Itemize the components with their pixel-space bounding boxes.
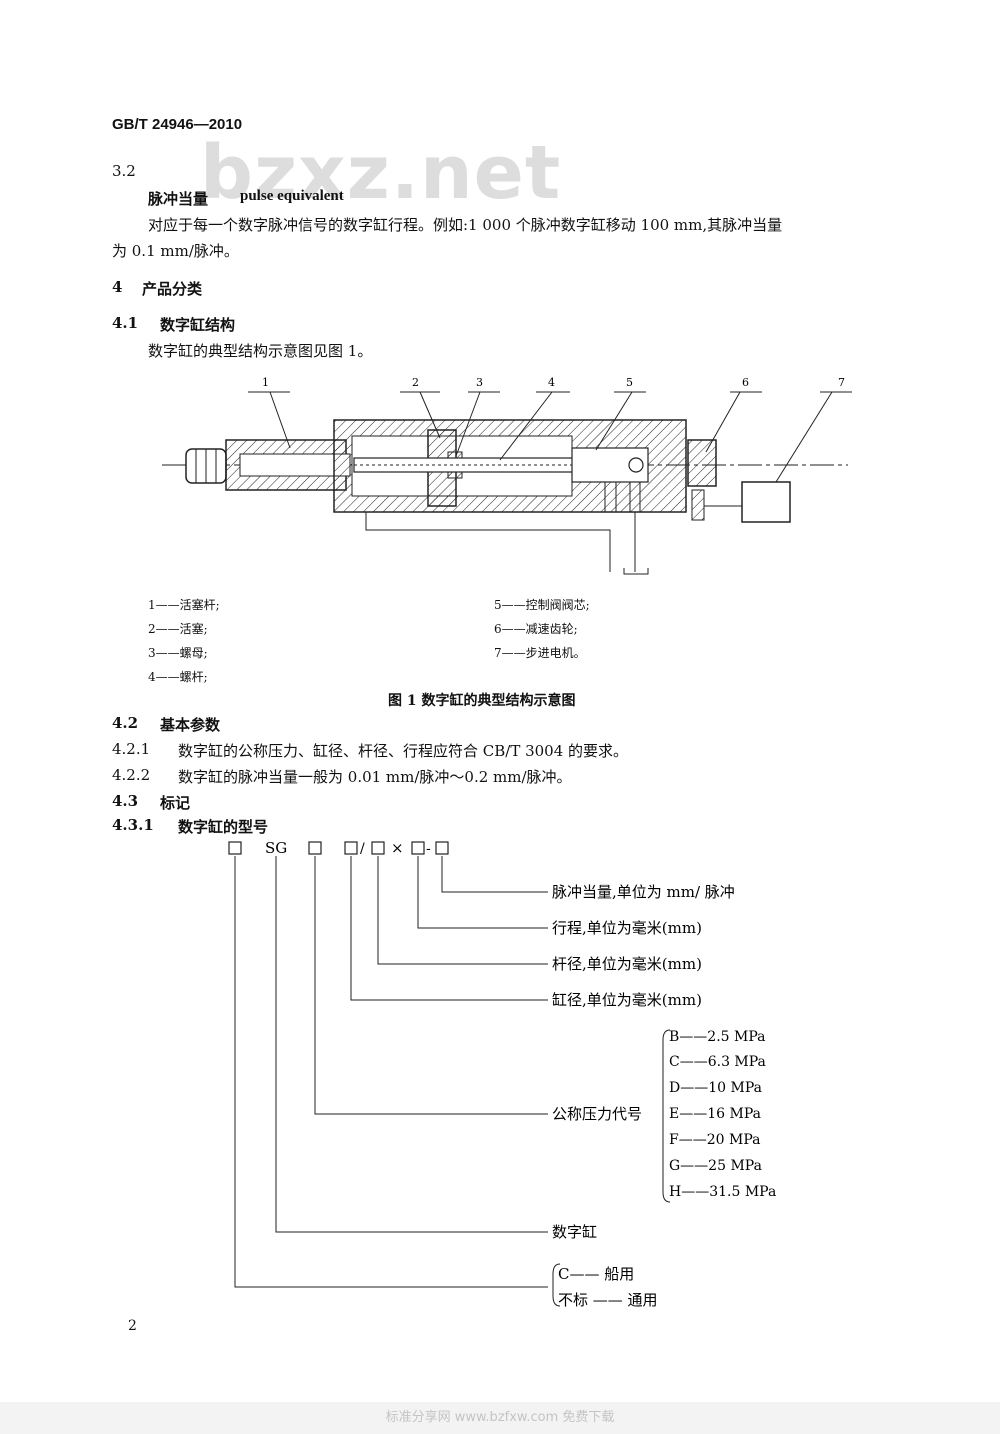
clause-number-4: 4 — [112, 278, 123, 296]
clause-number-4-3-1: 4.3.1 — [112, 816, 154, 834]
model-designation-diagram: SG / × - 脉冲当量,单位为 mm/ 脉冲 行程,单位为毫米(mm) 杆径… — [228, 839, 776, 1309]
clause-body-4-2-1: 数字缸的公称压力、缸径、杆径、行程应符合 CB/T 3004 的要求。 — [178, 742, 629, 760]
clause-number-3-2: 3.2 — [112, 162, 136, 180]
page-number: 2 — [128, 1318, 137, 1334]
term-cn: 脉冲当量 — [148, 190, 209, 208]
label-bore-diameter: 缸径,单位为毫米(mm) — [552, 991, 702, 1009]
legend-item-2: 2——活塞; — [148, 622, 208, 636]
term-en: pulse equivalent — [240, 188, 344, 204]
clause-title-4-3: 标记 — [160, 794, 191, 812]
reduction-gear — [687, 439, 717, 487]
callout-1: 1 — [262, 376, 269, 389]
placeholder-box-rod — [371, 841, 385, 855]
pressure-code-c: C——6.3 MPa — [669, 1054, 766, 1070]
symbol-dash: - — [426, 841, 431, 857]
label-rod-diameter: 杆径,单位为毫米(mm) — [552, 955, 702, 973]
placeholder-box-usage — [228, 841, 242, 855]
standard-number: GB/T 24946—2010 — [112, 116, 243, 133]
label-stroke: 行程,单位为毫米(mm) — [552, 919, 702, 937]
placeholder-box-bore — [344, 841, 358, 855]
pressure-code-g: G——25 MPa — [669, 1158, 762, 1174]
legend-item-7: 7——步进电机。 — [494, 646, 586, 660]
clause-number-4-1: 4.1 — [112, 314, 139, 332]
pressure-code-d: D——10 MPa — [669, 1080, 762, 1096]
placeholder-box-pulse — [435, 841, 449, 855]
label-pressure-code: 公称压力代号 — [552, 1105, 642, 1123]
callout-3: 3 — [476, 376, 483, 389]
legend-item-4: 4——螺杆; — [148, 670, 208, 684]
usage-marine: C—— 船用 — [558, 1265, 634, 1283]
symbol-slash: / — [360, 841, 365, 857]
clause-title-4-1: 数字缸结构 — [160, 316, 236, 334]
clause-number-4-2: 4.2 — [112, 714, 139, 732]
pressure-code-h: H——31.5 MPa — [669, 1184, 776, 1200]
label-pulse-equivalent: 脉冲当量,单位为 mm/ 脉冲 — [552, 883, 735, 901]
legend-item-5: 5——控制阀阀芯; — [494, 598, 590, 612]
figure-1-caption: 图 1 数字缸的典型结构示意图 — [388, 693, 576, 709]
clause-number-4-2-2: 4.2.2 — [112, 766, 151, 784]
clause-title-4: 产品分类 — [142, 280, 203, 298]
figure-1-drawing: 1 2 3 4 5 6 7 — [162, 376, 852, 575]
placeholder-box-stroke — [411, 841, 425, 855]
clause-body-4-2-2: 数字缸的脉冲当量一般为 0.01 mm/脉冲～0.2 mm/脉冲。 — [178, 768, 572, 786]
legend-item-3: 3——螺母; — [148, 646, 208, 660]
legend-item-1: 1——活塞杆; — [148, 598, 220, 612]
watermark: bzxz.net — [200, 130, 562, 216]
callout-6: 6 — [742, 376, 749, 389]
placeholder-box-pressure — [308, 841, 322, 855]
callout-5: 5 — [626, 376, 633, 389]
valve-spool — [571, 447, 649, 483]
stepper-motor — [741, 481, 791, 523]
symbol-times: × — [391, 839, 404, 857]
pressure-code-e: E——16 MPa — [669, 1106, 761, 1122]
footer-watermark: 标准分享网 www.bzfxw.com 免费下载 — [385, 1410, 615, 1425]
code-sg: SG — [265, 839, 287, 857]
clause-title-4-2: 基本参数 — [160, 716, 221, 734]
definition-line-1: 对应于每一个数字脉冲信号的数字缸行程。例如:1 000 个脉冲数字缸移动 100… — [148, 216, 783, 234]
usage-general: 不标 —— 通用 — [558, 1291, 658, 1309]
label-digital-cylinder: 数字缸 — [552, 1223, 597, 1241]
clause-title-4-3-1: 数字缸的型号 — [178, 818, 269, 836]
clause-number-4-3: 4.3 — [112, 792, 139, 810]
footer-band — [0, 1402, 1000, 1434]
pressure-code-b: B——2.5 MPa — [669, 1029, 765, 1045]
legend-item-6: 6——减速齿轮; — [494, 622, 578, 636]
pressure-code-f: F——20 MPa — [669, 1132, 760, 1148]
callout-2: 2 — [412, 376, 419, 389]
callout-4: 4 — [548, 376, 555, 389]
clause-number-4-2-1: 4.2.1 — [112, 740, 151, 758]
definition-line-2: 为 0.1 mm/脉冲。 — [112, 242, 239, 260]
clause-body-4-1: 数字缸的典型结构示意图见图 1。 — [148, 342, 373, 360]
callout-7: 7 — [838, 376, 845, 389]
